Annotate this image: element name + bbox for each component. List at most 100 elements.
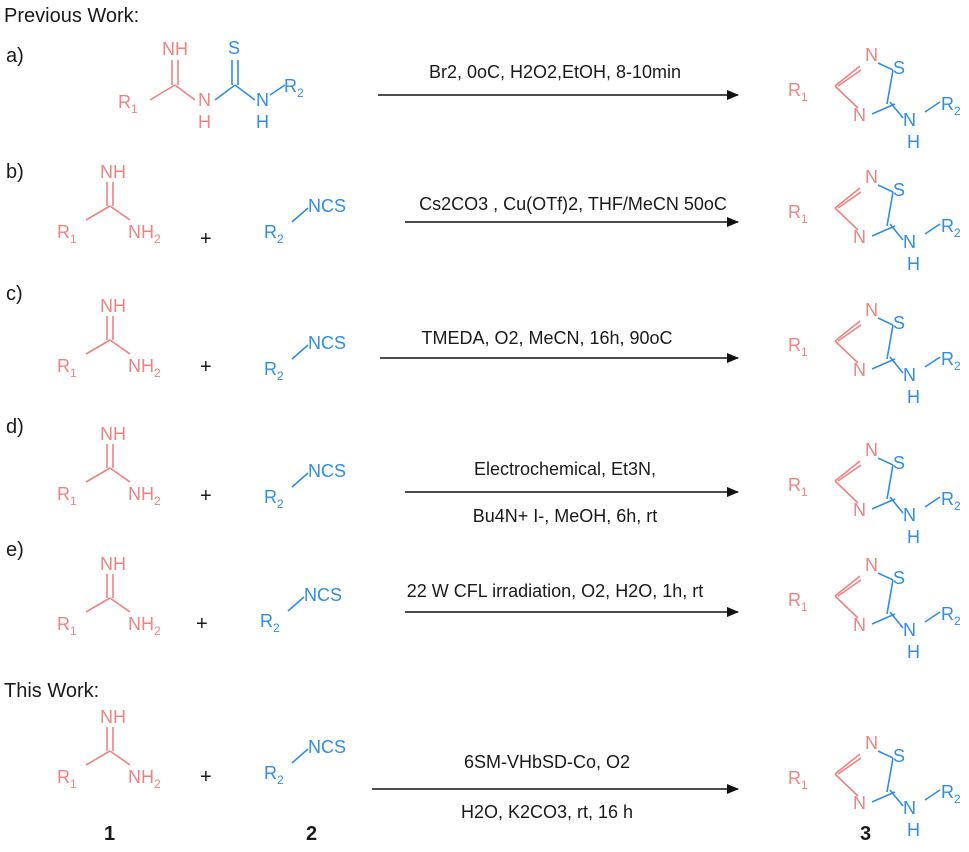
svg-text:N: N (853, 105, 866, 125)
svg-text:N: N (853, 615, 866, 635)
label-b: b) (6, 161, 24, 183)
svg-text:H: H (907, 642, 920, 662)
svg-text:R1: R1 (788, 768, 808, 792)
svg-text:R2: R2 (264, 222, 284, 246)
svg-text:R2: R2 (941, 489, 961, 513)
ncs-group: NCS (304, 585, 342, 605)
thiadiazole-product-d: R1 N S N N H R2 (788, 440, 961, 547)
plus-sign-c: + (200, 356, 212, 378)
svg-text:S: S (893, 313, 905, 333)
conditions-c: TMEDA, O2, MeCN, 16h, 90oC (421, 328, 672, 348)
svg-text:R1: R1 (788, 335, 808, 359)
svg-text:N: N (853, 360, 866, 380)
plus-sign-b: + (200, 228, 212, 250)
amidine-structure-b: NH R1 NH2 (57, 162, 161, 246)
isothiocyanate-this: R2 NCS (264, 737, 346, 787)
ncs-group: NCS (308, 196, 346, 216)
ncs-group: NCS (308, 461, 346, 481)
isothiocyanate-b: R2 NCS (264, 196, 346, 246)
svg-text:N: N (853, 793, 866, 813)
conditions-this-bottom: H2O, K2CO3, rt, 16 h (461, 802, 633, 822)
svg-text:S: S (893, 746, 905, 766)
amine-nh2: NH2 (128, 614, 161, 638)
svg-text:H: H (907, 387, 920, 407)
isothiocyanate-d: R2 NCS (264, 461, 346, 511)
svg-text:H: H (907, 820, 920, 840)
amidinothiourea-structure: NH R1 N H S N H R2 (118, 38, 304, 132)
svg-text:N: N (853, 500, 866, 520)
linker-n-atom: N (198, 90, 211, 110)
thiourea-n-atom: N (256, 90, 269, 110)
svg-text:N: N (903, 110, 916, 130)
linker-h-atom: H (198, 112, 211, 132)
svg-text:S: S (893, 568, 905, 588)
r1: R1 (57, 614, 77, 638)
label-d: d) (6, 416, 24, 438)
r1-atom: R1 (118, 92, 138, 116)
svg-text:R2: R2 (941, 349, 961, 373)
amidine-structure-c: NH R1 NH2 (57, 296, 161, 380)
amine-nh2: NH2 (128, 484, 161, 508)
svg-text:N: N (903, 365, 916, 385)
compound-number-3: 3 (860, 823, 871, 845)
r2-atom: R2 (284, 76, 304, 100)
svg-text:R1: R1 (788, 475, 808, 499)
imine-nh: NH (100, 707, 126, 727)
svg-text:N: N (865, 440, 878, 460)
imine-nh: NH (100, 554, 126, 574)
thiadiazole-product-a: R1 N S N N H R2 (788, 45, 961, 152)
conditions-d-bottom: Bu4N+ I-, MeOH, 6h, rt (473, 506, 658, 526)
thiadiazole-product-e: R1 N S N N H R2 (788, 555, 961, 662)
svg-text:R2: R2 (264, 359, 284, 383)
svg-text:N: N (853, 227, 866, 247)
conditions-a: Br2, 0oC, H2O2,EtOH, 8-10min (429, 62, 681, 82)
r1: R1 (57, 222, 77, 246)
svg-text:R2: R2 (941, 782, 961, 806)
svg-text:S: S (893, 180, 905, 200)
isothiocyanate-e: R2 NCS (260, 585, 342, 635)
r1: R1 (57, 356, 77, 380)
amidine-structure-e: NH R1 NH2 (57, 554, 161, 638)
amine-nh2: NH2 (128, 356, 161, 380)
svg-text:N: N (865, 45, 878, 65)
svg-text:N: N (865, 167, 878, 187)
svg-text:N: N (865, 300, 878, 320)
amine-nh2: NH2 (128, 222, 161, 246)
ncs-group: NCS (308, 333, 346, 353)
svg-text:N: N (865, 733, 878, 753)
conditions-d-top: Electrochemical, Et3N, (474, 459, 656, 479)
thiadiazole-product-this: R1 N S N N H R2 (788, 733, 961, 840)
conditions-b: Cs2CO3 , Cu(OTf)2, THF/MeCN 50oC (419, 194, 727, 214)
svg-text:S: S (893, 453, 905, 473)
svg-text:N: N (903, 620, 916, 640)
plus-sign-d: + (200, 485, 212, 507)
svg-text:R2: R2 (941, 216, 961, 240)
svg-text:R2: R2 (260, 611, 280, 635)
thiourea-h-atom: H (256, 112, 269, 132)
ncs-group: NCS (308, 737, 346, 757)
svg-text:N: N (865, 555, 878, 575)
svg-text:R2: R2 (264, 487, 284, 511)
plus-sign-e: + (196, 613, 208, 635)
conditions-e: 22 W CFL irradiation, O2, H2O, 1h, rt (407, 581, 703, 601)
svg-text:R2: R2 (941, 604, 961, 628)
imine-nh: NH (100, 424, 126, 444)
svg-text:N: N (903, 232, 916, 252)
thione-s-atom: S (228, 38, 240, 58)
isothiocyanate-c: R2 NCS (264, 333, 346, 383)
this-work-header: This Work: (4, 680, 99, 702)
r1: R1 (57, 767, 77, 791)
amidine-structure-this: NH R1 NH2 (57, 707, 161, 791)
svg-text:R1: R1 (788, 202, 808, 226)
svg-text:H: H (907, 132, 920, 152)
label-c: c) (6, 283, 23, 305)
conditions-this-top: 6SM-VHbSD-Co, O2 (464, 752, 630, 772)
svg-text:R2: R2 (941, 94, 961, 118)
label-a: a) (6, 45, 24, 67)
amidine-structure-d: NH R1 NH2 (57, 424, 161, 508)
svg-text:H: H (907, 254, 920, 274)
svg-text:S: S (893, 58, 905, 78)
svg-text:R2: R2 (264, 763, 284, 787)
r1: R1 (57, 484, 77, 508)
